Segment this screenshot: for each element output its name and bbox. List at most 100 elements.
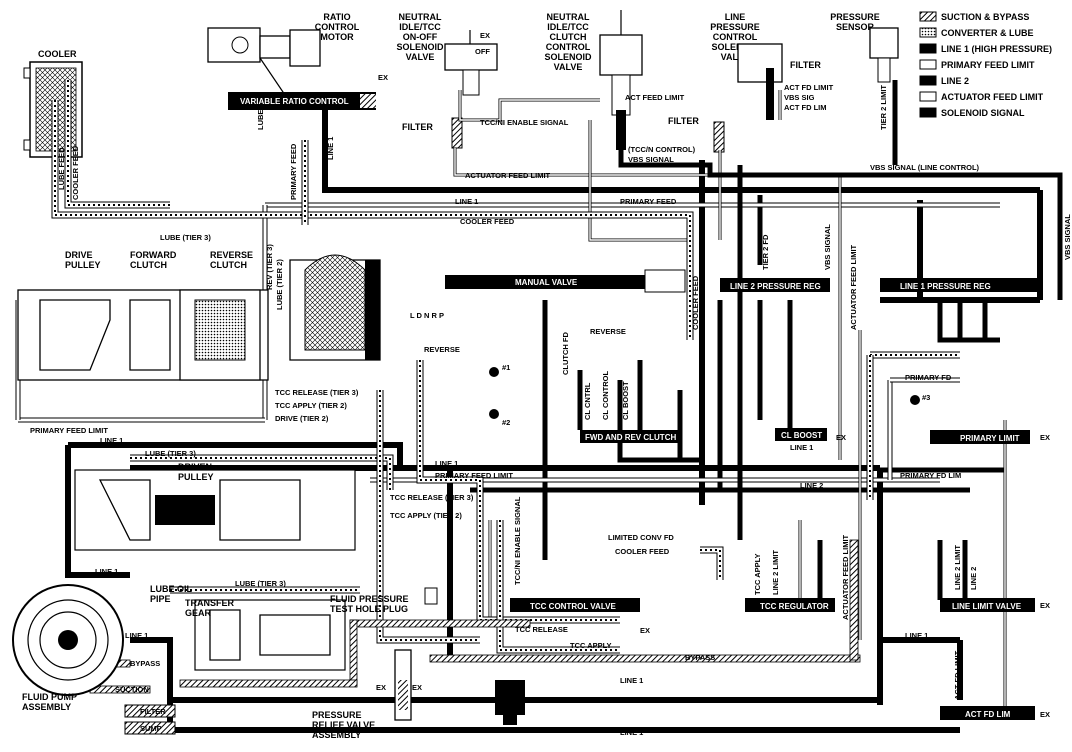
filter-bypass-valve [495,680,525,725]
ex-7: EX [376,683,386,692]
check-ball-1: #1 [502,363,510,372]
tcc-control-text: TCC CONTROL VALVE [530,602,616,611]
label-lube-feed: LUBE FEED [57,147,66,190]
act-fd-lim-text: ACT FD LIM [965,710,1011,719]
vertical-labels: LUBE FEED COOLER FEED LINE 1 PRIMARY FEE… [57,85,1072,700]
label-act-feed-limit: ACT FEED LIMIT [625,93,685,102]
label-primary-fd-lim: PRIMARY FD LIM [900,471,961,480]
label-tier2-limit: TIER 2 LIMIT [879,85,888,130]
legend: SUCTION & BYPASS CONVERTER & LUBE LINE 1… [919,11,1052,118]
ex-5: EX [1040,710,1050,719]
manual-valve: MANUAL VALVE L D N R P [410,269,686,320]
line-limit-text: LINE LIMIT VALVE [952,602,1022,611]
check-ball-3: #3 [922,393,930,402]
filter-label-1: FILTER [402,122,433,132]
legend-solenoid: SOLENOID SIGNAL [941,108,1025,118]
label-tcc-apply-bottom: TCC APPLY [570,641,612,650]
solenoid-signal-network [618,80,1063,540]
label-primary-feed-limit-mid: PRIMARY FEED LIMIT [435,471,513,480]
label-tcc-apply-b: TCC APPLY (TIER 2) [390,511,462,520]
label-vbs-signal: VBS SIGNAL [628,155,674,164]
label-line1-bottom2: LINE 1 [620,728,643,737]
line1-pressure-reg: LINE 1 PRESSURE REG [880,278,1040,292]
cooler-label: COOLER [38,49,77,59]
line1-reg-text: LINE 1 PRESSURE REG [900,282,991,291]
ex-2: EX [836,433,846,442]
sump-label: SUMP [140,724,162,733]
legend-converter: CONVERTER & LUBE [941,28,1034,38]
label-line1-left: LINE 1 [100,436,123,445]
label-primary-feed: PRIMARY FEED [620,197,677,206]
pressure-sensor [869,27,899,83]
variable-ratio-control-valve: VARIABLE RATIO CONTROL [228,92,376,110]
label-tcc-apply-reg: TCC APPLY [753,553,762,595]
label-tcc-release-b: TCC RELEASE (TIER 3) [390,493,474,502]
off-label: OFF [475,47,490,56]
label-line2-limit-right: LINE 2 LIMIT [953,545,962,590]
tcc-control-valve: TCC CONTROL VALVE [510,598,640,612]
label-act-fd-lim-top: ACT FD LIM [784,103,827,112]
label-rev-tier3: REV (TIER 3) [265,244,274,290]
ex-4: EX [1040,601,1050,610]
label-line1-mid: LINE 1 [435,459,458,468]
line-limit-valve: LINE LIMIT VALVE [940,598,1035,612]
ratio-control-motor [207,27,321,96]
line1-network [65,110,1043,733]
primary-limit-text: PRIMARY LIMIT [960,434,1020,443]
line2-reg-text: LINE 2 PRESSURE REG [730,282,821,291]
ex-8: EX [412,683,422,692]
manual-valve-text: MANUAL VALVE [515,278,578,287]
ex-3: EX [1040,433,1050,442]
bypass-network [89,539,861,694]
label-lube-tier3-bottom: LUBE (TIER 3) [235,579,286,588]
label-lube-tier2: LUBE (TIER 2) [275,259,284,310]
label-primary-feed-vertical: PRIMARY FEED [289,143,298,200]
legend-suction: SUCTION & BYPASS [941,12,1029,22]
label-cooler-feed-top: COOLER FEED [460,217,515,226]
tcc-regulator-text: TCC REGULATOR [760,602,829,611]
filter-bottom-label: FILTER [140,707,166,716]
label-actuator-feed: ACTUATOR FEED LIMIT [465,171,551,180]
label-cooler-feed: COOLER FEED [71,145,80,200]
label-act-fd-limit-right: ACT FD LIMIT [953,650,962,700]
suction-label: SUCTION [115,685,149,694]
line-pressure-solenoid: FILTER [737,43,821,120]
ex-1: EX [640,626,650,635]
label-cl-cntrl: CL CNTRL [583,382,592,420]
line2-network [470,195,1005,600]
label-tcc-n-control: (TCC/N CONTROL) [628,145,696,154]
fwd-rev-clutch-valve: FWD AND REV CLUTCH [580,430,680,443]
label-cl-boost-v: CL BOOST [621,381,630,420]
label-line1-bottom: LINE 1 [620,676,643,685]
label-line1-vertical: LINE 1 [326,137,335,160]
filter-label-2: FILTER [668,116,699,126]
label-line1-pump: LINE 1 [95,567,118,576]
variable-ratio-control-text: VARIABLE RATIO CONTROL [240,97,349,106]
manual-positions: L D N R P [410,311,444,320]
label-actuator-feed-v2: ACTUATOR FEED LIMIT [841,534,850,620]
check-ball-2: #2 [502,418,510,427]
line-labels: LINE 1 PRIMARY FEED LINE 1 LUBE (TIER 3)… [30,83,980,737]
onoff-solenoid: OFF EX [444,30,498,96]
primary-limit-valve: PRIMARY LIMIT [930,430,1030,444]
filter-sump: FILTER SUMP SUCTION BYPASS [115,659,176,735]
filter-label-right: FILTER [790,60,821,70]
label-clutch-fd: CLUTCH FD [561,332,570,375]
label-line2-mid: LINE 2 [800,481,823,490]
label-cooler-feed-bottom: COOLER FEED [615,547,670,556]
